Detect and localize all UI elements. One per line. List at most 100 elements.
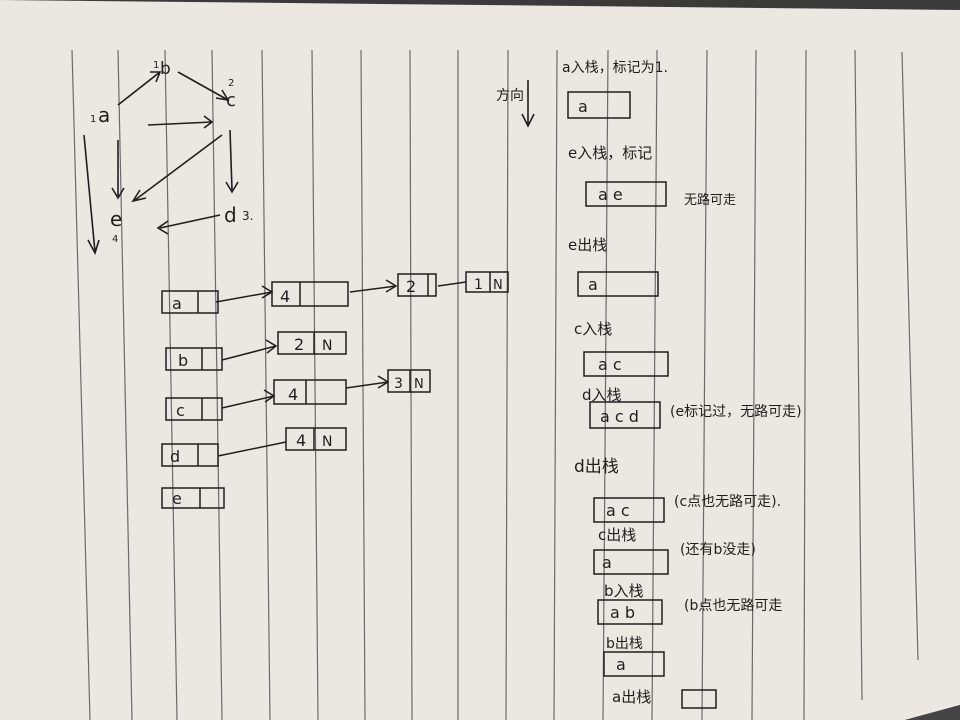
- adjacency-list: [161, 271, 509, 509]
- stack-contents: a a e a a c a c d a c a a b a: [578, 97, 639, 674]
- direction-label: 方向: [496, 88, 524, 104]
- step-6-text: d出栈: [574, 457, 619, 477]
- step-8-text: b入栈: [604, 582, 644, 600]
- list-node-a3: [465, 271, 509, 293]
- pointer-c-2: [345, 375, 390, 389]
- edge-c-e: [134, 134, 223, 201]
- direction-note: 方向: [496, 80, 535, 128]
- step-3-text: e出栈: [568, 236, 607, 254]
- head-box-b: [165, 347, 223, 371]
- edge-c-d: [229, 129, 233, 191]
- mark-e: 4: [112, 234, 118, 245]
- step-7-note: (还有b没走): [680, 542, 756, 558]
- step-2-text: e入栈，标记: [568, 144, 652, 162]
- mark-d: 3.: [242, 209, 253, 223]
- edge-a-b: [117, 71, 161, 106]
- node-val-a3-null: N: [493, 278, 503, 293]
- stack-trace: a入栈，标记为1. e入栈，标记 无路可走 e出栈 c入栈 d入栈 (e标记过，…: [562, 60, 802, 706]
- stack-box-1: [567, 91, 631, 119]
- stack-box-4: [583, 351, 669, 377]
- step-9-text: b出栈: [606, 636, 643, 652]
- pointer-d: [217, 441, 287, 457]
- edge-c-e-head: [131, 189, 147, 203]
- mark-c: 2: [228, 78, 234, 89]
- head-e: e: [172, 489, 182, 508]
- stack-7-content: a: [602, 553, 612, 572]
- stack-box-10: [681, 689, 717, 709]
- edge-d-e-head: [156, 220, 169, 235]
- node-val-a1: 4: [280, 287, 290, 306]
- list-node-c2: [387, 369, 431, 393]
- node-val-a3: 1: [474, 277, 483, 293]
- list-node-a1: [271, 281, 349, 307]
- node-a: a: [98, 103, 110, 127]
- stack-box-6: [593, 497, 665, 523]
- head-c: c: [176, 401, 185, 420]
- stack-box-8: [597, 599, 663, 625]
- step-1-text: a入栈，标记为1.: [562, 60, 668, 76]
- pointer-b: [221, 339, 278, 361]
- step-4-text: c入栈: [574, 320, 612, 338]
- edge-d-e: [159, 214, 221, 229]
- stack-box-2: [585, 181, 667, 207]
- stack-1-content: a: [578, 97, 588, 116]
- node-val-d1: 4: [296, 431, 306, 450]
- edge-b-c-head: [215, 89, 230, 102]
- step-6-note: (c点也无路可走).: [674, 494, 781, 510]
- stack-3-content: a: [588, 275, 598, 294]
- node-val-b1: 2: [294, 335, 304, 354]
- node-val-a2: 2: [406, 277, 416, 296]
- list-node-a2: [397, 273, 437, 297]
- stack-2-content: a e: [598, 185, 623, 204]
- head-a: a: [172, 294, 182, 313]
- graph-labels: 1 a 1 b 2 c d 3. e 4: [90, 59, 253, 245]
- step-2-note: 无路可走: [684, 192, 736, 208]
- stack-box-7: [593, 549, 669, 575]
- stack-box-5: [589, 401, 661, 429]
- node-val-c1: 4: [288, 385, 298, 404]
- step-5-note: (e标记过，无路可走): [670, 404, 802, 420]
- node-val-c2-null: N: [414, 377, 424, 392]
- stack-4-content: a c: [598, 355, 622, 374]
- mark-b: 1: [153, 60, 159, 71]
- list-node-b1: [277, 331, 347, 355]
- node-d: d: [224, 203, 237, 227]
- stack-box-9: [603, 651, 665, 677]
- head-b: b: [178, 351, 188, 370]
- edge-a-c: [147, 121, 213, 126]
- step-7-text: c出栈: [598, 526, 636, 544]
- pointer-c: [221, 389, 276, 409]
- head-box-a: [161, 290, 219, 314]
- pointer-a-3: [437, 281, 467, 287]
- stack-6-content: a c: [606, 501, 630, 520]
- direction-arrow-left-head: [87, 239, 100, 256]
- paper-shadow: [905, 705, 960, 720]
- ruled-lines: [71, 49, 919, 720]
- stack-5-content: a c d: [600, 407, 639, 426]
- adjacency-labels: a b c d e 4 2 1 N 2 N 4 3 N 4 N: [170, 277, 503, 508]
- step-8-note: (b点也无路可走: [684, 598, 782, 614]
- pointer-a-2: [349, 279, 398, 293]
- mark-a: 1: [90, 114, 96, 125]
- node-c: c: [226, 90, 236, 111]
- node-val-c2: 3: [394, 376, 403, 392]
- head-box-c: [165, 397, 223, 421]
- direction-arrow-left: [83, 134, 96, 253]
- edge-a-b-head: [150, 71, 162, 83]
- stack-9-content: a: [616, 655, 626, 674]
- pointer-a: [215, 285, 274, 303]
- head-d: d: [170, 447, 180, 466]
- edge-c-d-head: [225, 181, 239, 194]
- edge-a-c-head: [203, 115, 214, 129]
- step-5-text: d入栈: [582, 386, 622, 404]
- stack-8-content: a b: [610, 603, 635, 622]
- head-box-e: [161, 487, 225, 509]
- graph-diagram: [83, 71, 239, 256]
- node-val-d1-null: N: [322, 434, 332, 450]
- node-val-b1-null: N: [322, 338, 332, 354]
- node-e: e: [110, 207, 122, 231]
- edge-b-c: [177, 71, 229, 101]
- direction-down-arrow: [521, 80, 535, 128]
